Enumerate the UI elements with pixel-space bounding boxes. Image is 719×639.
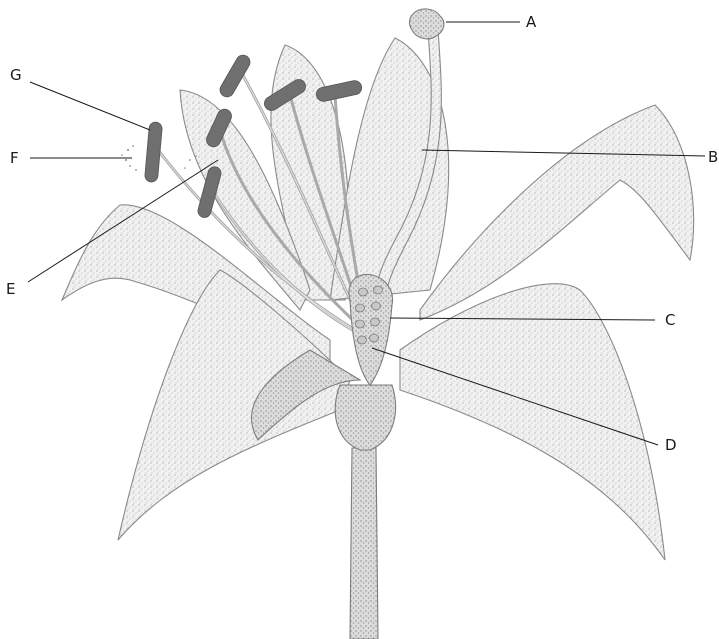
label-e: E: [6, 280, 15, 298]
stigma: [409, 9, 443, 39]
label-c: C: [665, 311, 675, 329]
label-b: B: [708, 148, 718, 166]
label-d: D: [665, 436, 677, 454]
label-a: A: [526, 13, 537, 31]
anther: [144, 122, 162, 183]
right-petal: [400, 284, 665, 560]
ovary: [349, 274, 393, 385]
leader-line-g: [30, 82, 150, 130]
front-left-petal: [118, 270, 350, 540]
anther: [217, 53, 252, 100]
label-g: G: [10, 66, 22, 84]
receptacle: [335, 385, 395, 450]
label-f: F: [10, 149, 19, 167]
stem: [350, 448, 378, 639]
